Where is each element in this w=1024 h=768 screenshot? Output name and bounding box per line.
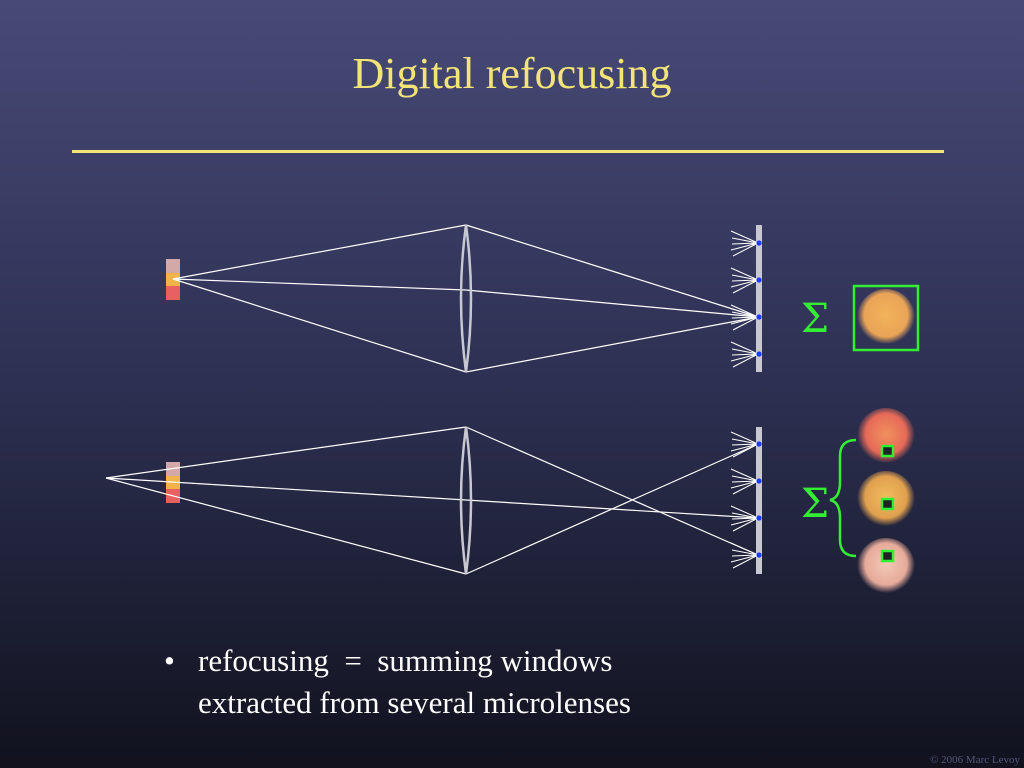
bottom-microlens-dots (756, 441, 762, 558)
top-diagram: Σ (166, 224, 920, 373)
copyright-notice: © 2006 Marc Levoy (930, 754, 1020, 766)
top-rays (172, 224, 759, 373)
microlens-image-orange (857, 471, 915, 529)
top-microlens-dots (756, 240, 762, 357)
refocused-pixel-frame (852, 284, 920, 352)
sum-symbol-bottom: Σ (801, 481, 829, 527)
window-marker-pink (880, 549, 895, 563)
refocused-pixel-blob (857, 289, 915, 347)
window-marker-red (880, 444, 895, 458)
bullet-line-2: extracted from several microlenses (198, 685, 631, 720)
bottom-lens (459, 426, 473, 575)
bottom-fans (730, 431, 759, 569)
window-marker-orange (880, 497, 895, 511)
bullet-text: refocusing = summing windows extracted f… (198, 640, 818, 724)
bullet-marker: • (164, 643, 175, 678)
title-underline (72, 150, 944, 153)
slide-title: Digital refocusing (352, 49, 672, 98)
top-pixel-1 (166, 259, 180, 273)
bullet-line-1: refocusing = summing windows (198, 643, 613, 678)
bottom-rays (105, 426, 759, 575)
top-lens (459, 224, 473, 373)
microlens-image-pink (857, 538, 915, 596)
microlens-image-red (857, 408, 915, 466)
summation-brace (829, 438, 857, 558)
bottom-diagram: Σ (105, 408, 915, 596)
top-fans (730, 230, 759, 368)
sum-symbol-top: Σ (801, 296, 829, 342)
top-sensor (756, 225, 762, 372)
top-pixel-3 (166, 286, 180, 300)
bottom-sensor (756, 427, 762, 574)
